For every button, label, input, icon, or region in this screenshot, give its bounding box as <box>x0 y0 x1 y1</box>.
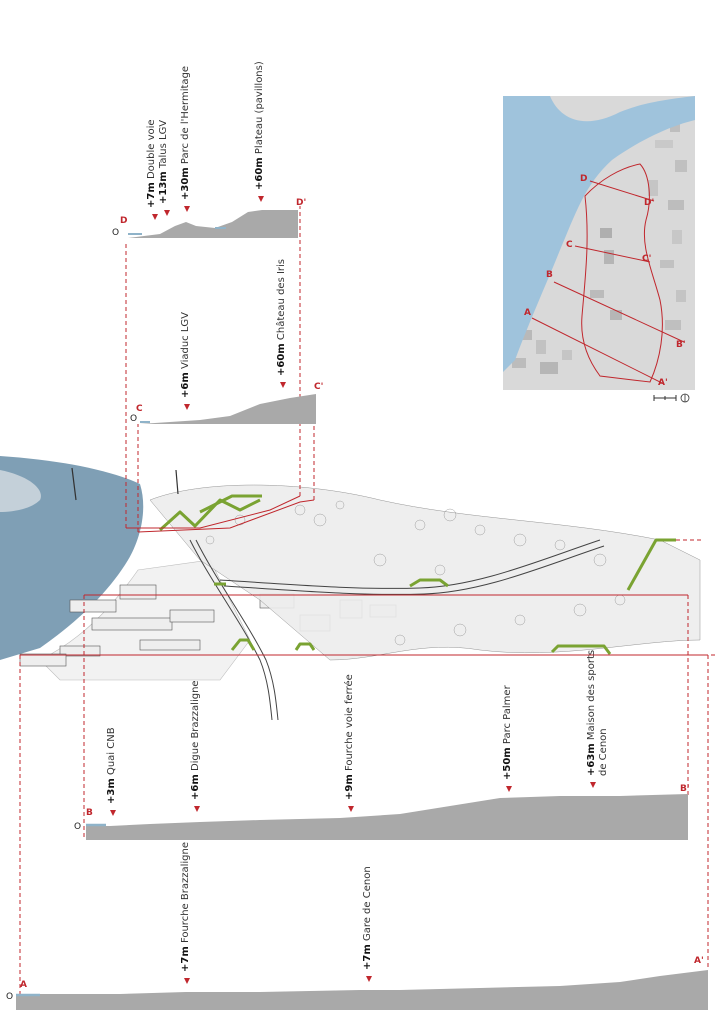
label-name: Digue Brazzaligne <box>190 680 201 772</box>
map-cut-d <box>589 180 655 202</box>
label-name: Parc Palmer <box>502 685 513 745</box>
label-d-plateau: +60m Plateau (pavillons) <box>254 61 266 190</box>
map-cut-b <box>553 281 685 343</box>
label-b-parc-palmer: +50m Parc Palmer <box>502 685 514 780</box>
label-elevation: +3m <box>106 778 117 804</box>
label-d-double-voie: +7m Double voie <box>146 119 158 208</box>
label-name: Maison des sports <box>586 649 597 741</box>
label-b-fourche-voie-ferree: +9m Fourche voie ferrée <box>344 674 356 800</box>
section-profile-d <box>128 210 298 238</box>
label-d-talus-lgv: +13m Talus LGV <box>158 120 170 204</box>
map-cut-d-end: D' <box>644 198 655 208</box>
map-cut-c-start: C <box>566 240 573 250</box>
label-elevation: +9m <box>344 774 355 800</box>
label-b-maison-sports: +63m Maison des sports de Cenon <box>586 650 610 776</box>
map-cut-c-end: C' <box>642 254 652 264</box>
north-arrow-icon <box>680 393 690 403</box>
green-structures <box>158 494 676 655</box>
sketch-bridge <box>71 467 179 501</box>
label-name: Plateau (pavillons) <box>254 61 265 155</box>
section-c-zero: O <box>130 414 138 424</box>
label-b-quai-cnb: +3m Quai CNB <box>106 727 118 804</box>
label-elevation: +7m <box>180 946 191 972</box>
map-cut-b-start: B <box>546 270 553 280</box>
section-a-zero: O <box>6 992 14 1002</box>
label-name: Parc de l'Hermitage <box>180 65 191 165</box>
map-perimeter <box>581 163 663 383</box>
section-profile-a <box>16 970 708 1010</box>
map-river <box>503 96 695 372</box>
label-elevation: +7m <box>146 182 157 208</box>
map-cut-a-end: A' <box>658 378 668 388</box>
map-cut-c <box>574 245 651 263</box>
section-profile-c <box>140 394 316 424</box>
sketch-railways <box>189 539 605 721</box>
section-c-start-letter: C <box>136 404 143 414</box>
label-name: Château des Iris <box>276 258 287 341</box>
label-elevation: +6m <box>190 774 201 800</box>
label-c-viaduc-lgv: +6m Viaduc LGV <box>180 312 192 398</box>
scale-bar <box>653 395 677 401</box>
section-d-end-letter: D' <box>296 198 307 208</box>
sketch-river <box>0 456 144 660</box>
inset-map <box>503 96 695 390</box>
aerial-sketch <box>0 456 701 721</box>
map-cut-a-start: A <box>524 308 531 318</box>
label-name: Double voie <box>146 119 157 180</box>
label-a-gare-cenon: +7m Gare de Cenon <box>362 866 374 970</box>
label-name-line2: de Cenon <box>598 728 609 776</box>
label-name: Fourche voie ferrée <box>344 674 355 772</box>
label-elevation: +50m <box>502 747 513 780</box>
label-elevation: +6m <box>180 372 191 398</box>
label-b-digue-brazzaligne: +6m Digue Brazzaligne <box>190 680 202 800</box>
section-d-zero: O <box>112 228 120 238</box>
label-name: Gare de Cenon <box>362 866 373 942</box>
label-a-fourche-brazzaligne: +7m Fourche Brazzaligne <box>180 842 192 972</box>
section-a-start-letter: A <box>20 980 27 990</box>
label-elevation: +60m <box>276 343 287 376</box>
section-d-start-letter: D <box>120 216 128 226</box>
label-c-chateau-iris: +60m Château des Iris <box>276 259 288 376</box>
label-elevation: +13m <box>158 171 169 204</box>
label-name: Quai CNB <box>106 727 117 776</box>
label-elevation: +7m <box>362 944 373 970</box>
label-elevation: +63m <box>586 743 597 776</box>
map-cut-d-start: D <box>580 174 588 184</box>
section-b-start-letter: B <box>86 808 93 818</box>
section-c-end-letter: C' <box>314 382 324 392</box>
label-markers <box>110 196 596 984</box>
label-name: Viaduc LGV <box>180 311 191 370</box>
label-d-parc-hermitage: +30m Parc de l'Hermitage <box>180 66 192 200</box>
section-b-end-letter: B' <box>680 784 690 794</box>
map-cut-a <box>531 317 665 385</box>
label-name: Fourche Brazzaligne <box>180 842 191 944</box>
section-b-zero: O <box>74 822 82 832</box>
section-a-end-letter: A' <box>694 956 704 966</box>
map-cut-b-end: B' <box>676 340 686 350</box>
label-name: Talus LGV <box>158 119 169 169</box>
section-profile-b <box>86 794 688 840</box>
label-elevation: +30m <box>180 167 191 200</box>
label-elevation: +60m <box>254 157 265 190</box>
